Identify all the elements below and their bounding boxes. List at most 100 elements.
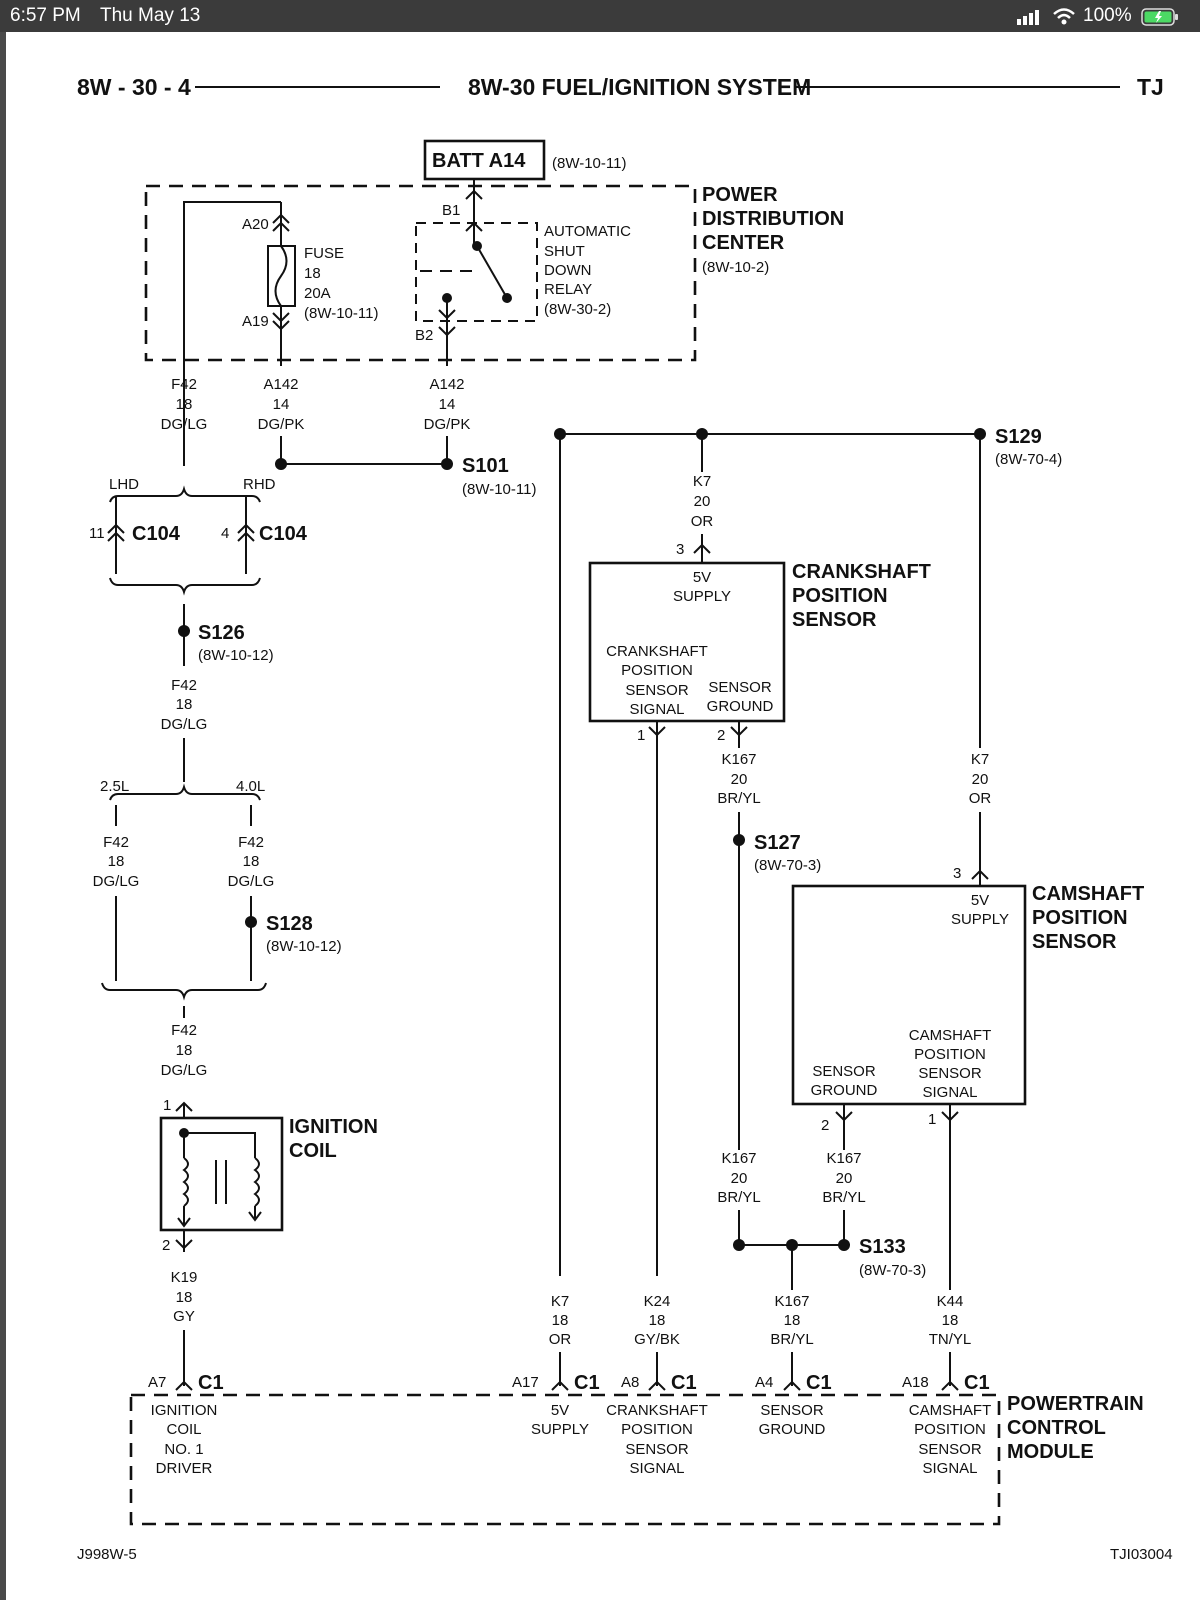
pin-a20: A20 <box>242 216 269 233</box>
k19-2: 18 <box>176 1289 193 1306</box>
pcm-a4-c1: C1 <box>806 1372 832 1394</box>
wiring-diagram: 8W - 30 - 4 8W-30 FUEL/IGNITION SYSTEM T… <box>77 74 1173 1563</box>
k7-crank-3: OR <box>691 513 714 530</box>
k24-2: 18 <box>649 1312 666 1329</box>
relay-terminal-bottom-icon <box>438 309 456 320</box>
relay-contact-dot-2 <box>502 293 512 303</box>
pcm-a7-text-4: DRIVER <box>156 1460 213 1477</box>
pdc-name-3: CENTER <box>702 232 785 254</box>
cam-name-3: SENSOR <box>1032 931 1117 953</box>
k167-left-2: 20 <box>731 1170 748 1187</box>
pcm-a7-text-1: IGNITION <box>151 1402 218 1419</box>
pcm-a7-pin: A7 <box>148 1374 166 1391</box>
header-title: 8W-30 FUEL/IGNITION SYSTEM <box>468 74 811 100</box>
relay-text-2: SHUT <box>544 243 585 260</box>
pcm-name-3: MODULE <box>1007 1441 1094 1463</box>
pcm-a17-pin: A17 <box>512 1374 539 1391</box>
a142-left-2: 14 <box>273 396 290 413</box>
relay-text-1: AUTOMATIC <box>544 223 631 240</box>
pcm-boundary <box>129 1393 1001 1526</box>
fuse-text-1: FUSE <box>304 245 344 262</box>
k167-pcm-3: BR/YL <box>770 1331 813 1348</box>
pcm-a18-text-3: SENSOR <box>918 1441 982 1458</box>
cam-supply-2: SUPPLY <box>951 911 1009 928</box>
connector-a19-icon <box>272 312 290 331</box>
rhd-label: RHD <box>243 476 276 493</box>
pcm-a4-text-1: SENSOR <box>760 1402 824 1419</box>
footer-right: TJI03004 <box>1110 1546 1173 1563</box>
connector-a20-icon <box>272 213 290 232</box>
cam-ground-1: SENSOR <box>812 1063 876 1080</box>
k167-right-2: 20 <box>836 1170 853 1187</box>
k24-3: GY/BK <box>634 1331 680 1348</box>
crank-signal-2: POSITION <box>621 662 693 679</box>
ignition-coil-box <box>159 1116 284 1232</box>
c104-left-label: C104 <box>132 523 181 545</box>
k7-cam-3: OR <box>969 790 992 807</box>
crank-supply-2: SUPPLY <box>673 588 731 605</box>
engine-bracket-bottom <box>101 982 267 1001</box>
crank-pin-3: 3 <box>676 541 684 558</box>
pcm-a8-connector-icon <box>648 1380 666 1391</box>
s101-ref: (8W-10-11) <box>462 481 536 498</box>
pcm-name-1: POWERTRAIN <box>1007 1393 1144 1415</box>
pcm-a18-text-4: SIGNAL <box>922 1460 977 1477</box>
f42-top-3: DG/LG <box>161 416 208 433</box>
pcm-a18-text-2: POSITION <box>914 1421 986 1438</box>
relay-boundary <box>415 222 538 322</box>
crank-connector-3-icon <box>693 543 711 554</box>
pcm-a8-text-4: SIGNAL <box>629 1460 684 1477</box>
status-bar: 6:57 PM Thu May 13 100% <box>0 0 1200 32</box>
s129-label: S129 <box>995 426 1042 448</box>
fuse-element-icon <box>274 245 288 307</box>
cam-supply-1: 5V <box>971 892 989 909</box>
connector-c104-left-icon <box>107 523 125 542</box>
pcm-a8-text-2: POSITION <box>621 1421 693 1438</box>
k7-pcm-1: K7 <box>551 1293 569 1310</box>
f42-coil-2: 18 <box>176 1042 193 1059</box>
wifi-icon <box>1052 6 1076 31</box>
cam-name-1: CAMSHAFT <box>1032 883 1144 905</box>
crank-name-3: SENSOR <box>792 609 877 631</box>
engine-25-label: 2.5L <box>100 778 129 795</box>
f42-top-2: 18 <box>176 396 193 413</box>
pin-b1: B1 <box>442 202 460 219</box>
s127-dot <box>733 834 745 846</box>
pcm-a8-pin: A8 <box>621 1374 639 1391</box>
s127-label: S127 <box>754 832 801 854</box>
cam-ground-2: GROUND <box>811 1082 878 1099</box>
connector-c104-right-icon <box>237 523 255 542</box>
cam-signal-2: POSITION <box>914 1046 986 1063</box>
k7-pcm-2: 18 <box>552 1312 569 1329</box>
batt-ref: (8W-10-11) <box>552 155 626 172</box>
crank-ground-2: GROUND <box>707 698 774 715</box>
pcm-a17-text-1: 5V <box>551 1402 569 1419</box>
f42-25-1: F42 <box>103 834 129 851</box>
connector-b2-icon <box>438 326 456 337</box>
crank-ground-1: SENSOR <box>708 679 772 696</box>
pdc-name-1: POWER <box>702 184 778 206</box>
s127-ref: (8W-70-3) <box>754 857 821 874</box>
crank-signal-4: SIGNAL <box>629 701 684 718</box>
f42-s126-1: F42 <box>171 677 197 694</box>
s133-dot <box>838 1239 850 1251</box>
s129-ref: (8W-70-4) <box>995 451 1062 468</box>
k7-cam-2: 20 <box>972 771 989 788</box>
batt-label: BATT A14 <box>432 150 526 172</box>
pcm-a18-text-1: CAMSHAFT <box>909 1402 992 1419</box>
cam-pin-1: 1 <box>928 1111 936 1128</box>
pcm-a4-connector-icon <box>783 1380 801 1391</box>
coil-primary-arrow-icon <box>177 1217 191 1228</box>
crank-name-1: CRANKSHAFT <box>792 561 931 583</box>
f42-s126-3: DG/LG <box>161 716 208 733</box>
s126-dot <box>178 625 190 637</box>
f42-25-2: 18 <box>108 853 125 870</box>
pcm-a4-text-2: GROUND <box>759 1421 826 1438</box>
cam-signal-3: SENSOR <box>918 1065 982 1082</box>
coil-secondary-winding-icon <box>253 1157 260 1207</box>
crank-signal-3: SENSOR <box>625 682 689 699</box>
crank-pin-2: 2 <box>717 727 725 744</box>
pcm-a7-c1: C1 <box>198 1372 224 1394</box>
header-right: TJ <box>1137 74 1164 100</box>
pcm-a4-pin: A4 <box>755 1374 773 1391</box>
